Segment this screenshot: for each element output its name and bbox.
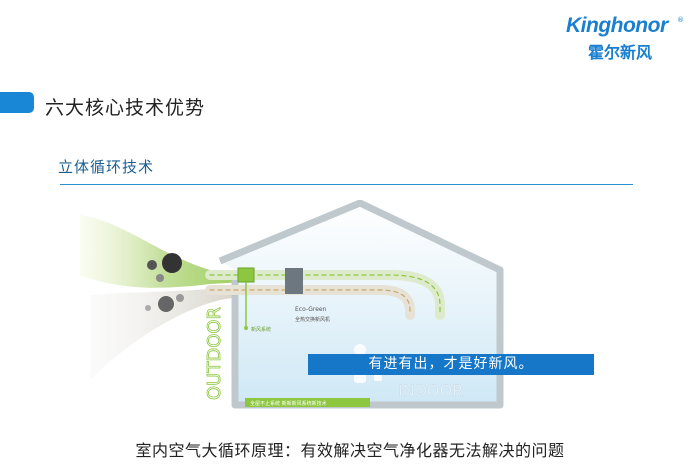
registered-mark: ®	[677, 16, 684, 24]
unit-label-cn: 全热交换新风机	[295, 316, 330, 323]
subsection-divider	[60, 184, 633, 185]
diagram-caption: 室内空气大循环原理：有效解决空气净化器无法解决的问题	[135, 441, 565, 460]
diagram-footer-text: 全屋不止系统 新新新风系统新技术	[250, 400, 327, 407]
fresh-air-plume	[80, 215, 245, 288]
pollution-particles-icon	[145, 253, 184, 312]
unit-label-en: Eco-Green	[295, 306, 327, 313]
brand-name-en: Kinghonor	[566, 14, 668, 37]
heat-exchanger-unit-icon	[285, 268, 303, 294]
brand-name-cn: 霍尔新风	[588, 43, 653, 62]
fresh-air-valve-icon	[237, 267, 255, 283]
exhaust-plume	[90, 288, 245, 380]
outdoor-label: OUTDOOR	[204, 307, 225, 400]
subsection-title: 立体循环技术	[58, 158, 155, 176]
fresh-air-system-label: 新风系统	[251, 326, 271, 333]
brand-logo: Kinghonor ® 霍尔新风	[566, 14, 694, 62]
section-title: 六大核心技术优势	[45, 97, 206, 119]
diagram-footer-strip	[245, 398, 370, 407]
indoor-label: INDOOR	[398, 381, 463, 400]
slogan-banner: 有进有出，才是好新风。	[308, 354, 594, 375]
ventilation-ducts	[205, 270, 445, 320]
air-circulation-diagram: 新风系统 Eco-Green 全热交换新风机 OUTDOOR INDOOR 全屋…	[80, 200, 504, 409]
title-accent-bar	[0, 92, 34, 113]
